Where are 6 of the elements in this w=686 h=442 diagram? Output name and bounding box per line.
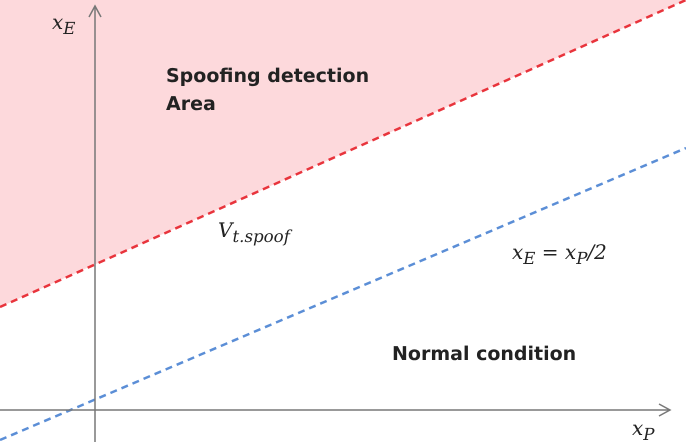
axis-label: x$_{P}$ [632,416,654,442]
axis-label: x$_{E}$ [52,10,76,38]
equation-label: x$_{E}$ = x$_{P}$/2 [512,240,607,268]
line-label: V$_{t.spoof}$ [218,218,290,246]
region-label: Spoofing detection Area [166,64,370,117]
region-label: Normal condition [392,342,578,367]
